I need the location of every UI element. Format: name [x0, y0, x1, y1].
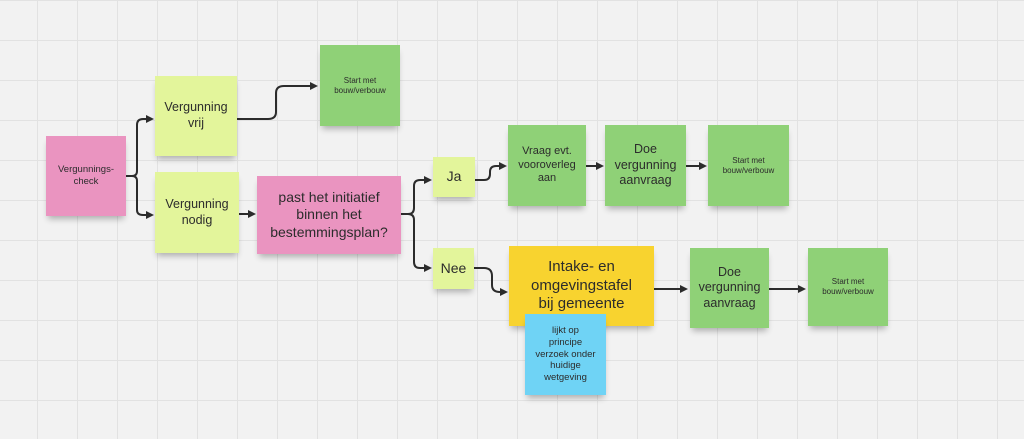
note-past-initiatief[interactable]: past het initiatief binnen het bestemmin… — [257, 176, 401, 254]
note-nee[interactable]: Nee — [433, 248, 474, 289]
note-vergunning-nodig[interactable]: Vergunning nodig — [155, 172, 239, 253]
note-doe-aanvraag-1[interactable]: Doe vergunning aanvraag — [605, 125, 686, 206]
note-ja[interactable]: Ja — [433, 157, 475, 197]
note-start-bouw-3[interactable]: Start met bouw/verbouw — [808, 248, 888, 326]
note-start-bouw-2[interactable]: Start met bouw/verbouw — [708, 125, 789, 206]
connector-vrij-to-start-1 — [237, 82, 318, 120]
connector-ja-to-vraag — [475, 162, 507, 181]
note-vergunningscheck[interactable]: Vergunnings- check — [46, 136, 126, 216]
connector-past-to-nee — [401, 213, 432, 272]
note-lijkt-op-principe[interactable]: lijkt op principe verzoek onder huidige … — [525, 314, 606, 395]
connector-check-to-vrij — [126, 115, 154, 177]
connector-check-to-nodig — [126, 175, 154, 219]
note-vergunning-vrij[interactable]: Vergunning vrij — [155, 76, 237, 156]
connector-past-to-ja — [401, 176, 432, 215]
note-vraag-vooroverleg[interactable]: Vraag evt. vooroverleg aan — [508, 125, 586, 206]
note-doe-aanvraag-2[interactable]: Doe vergunning aanvraag — [690, 248, 769, 328]
note-start-bouw-1[interactable]: Start met bouw/verbouw — [320, 45, 400, 126]
note-intake-omgevingstafel[interactable]: Intake- en omgevingstafel bij gemeente — [509, 246, 654, 326]
connector-nee-to-intake — [474, 267, 508, 296]
